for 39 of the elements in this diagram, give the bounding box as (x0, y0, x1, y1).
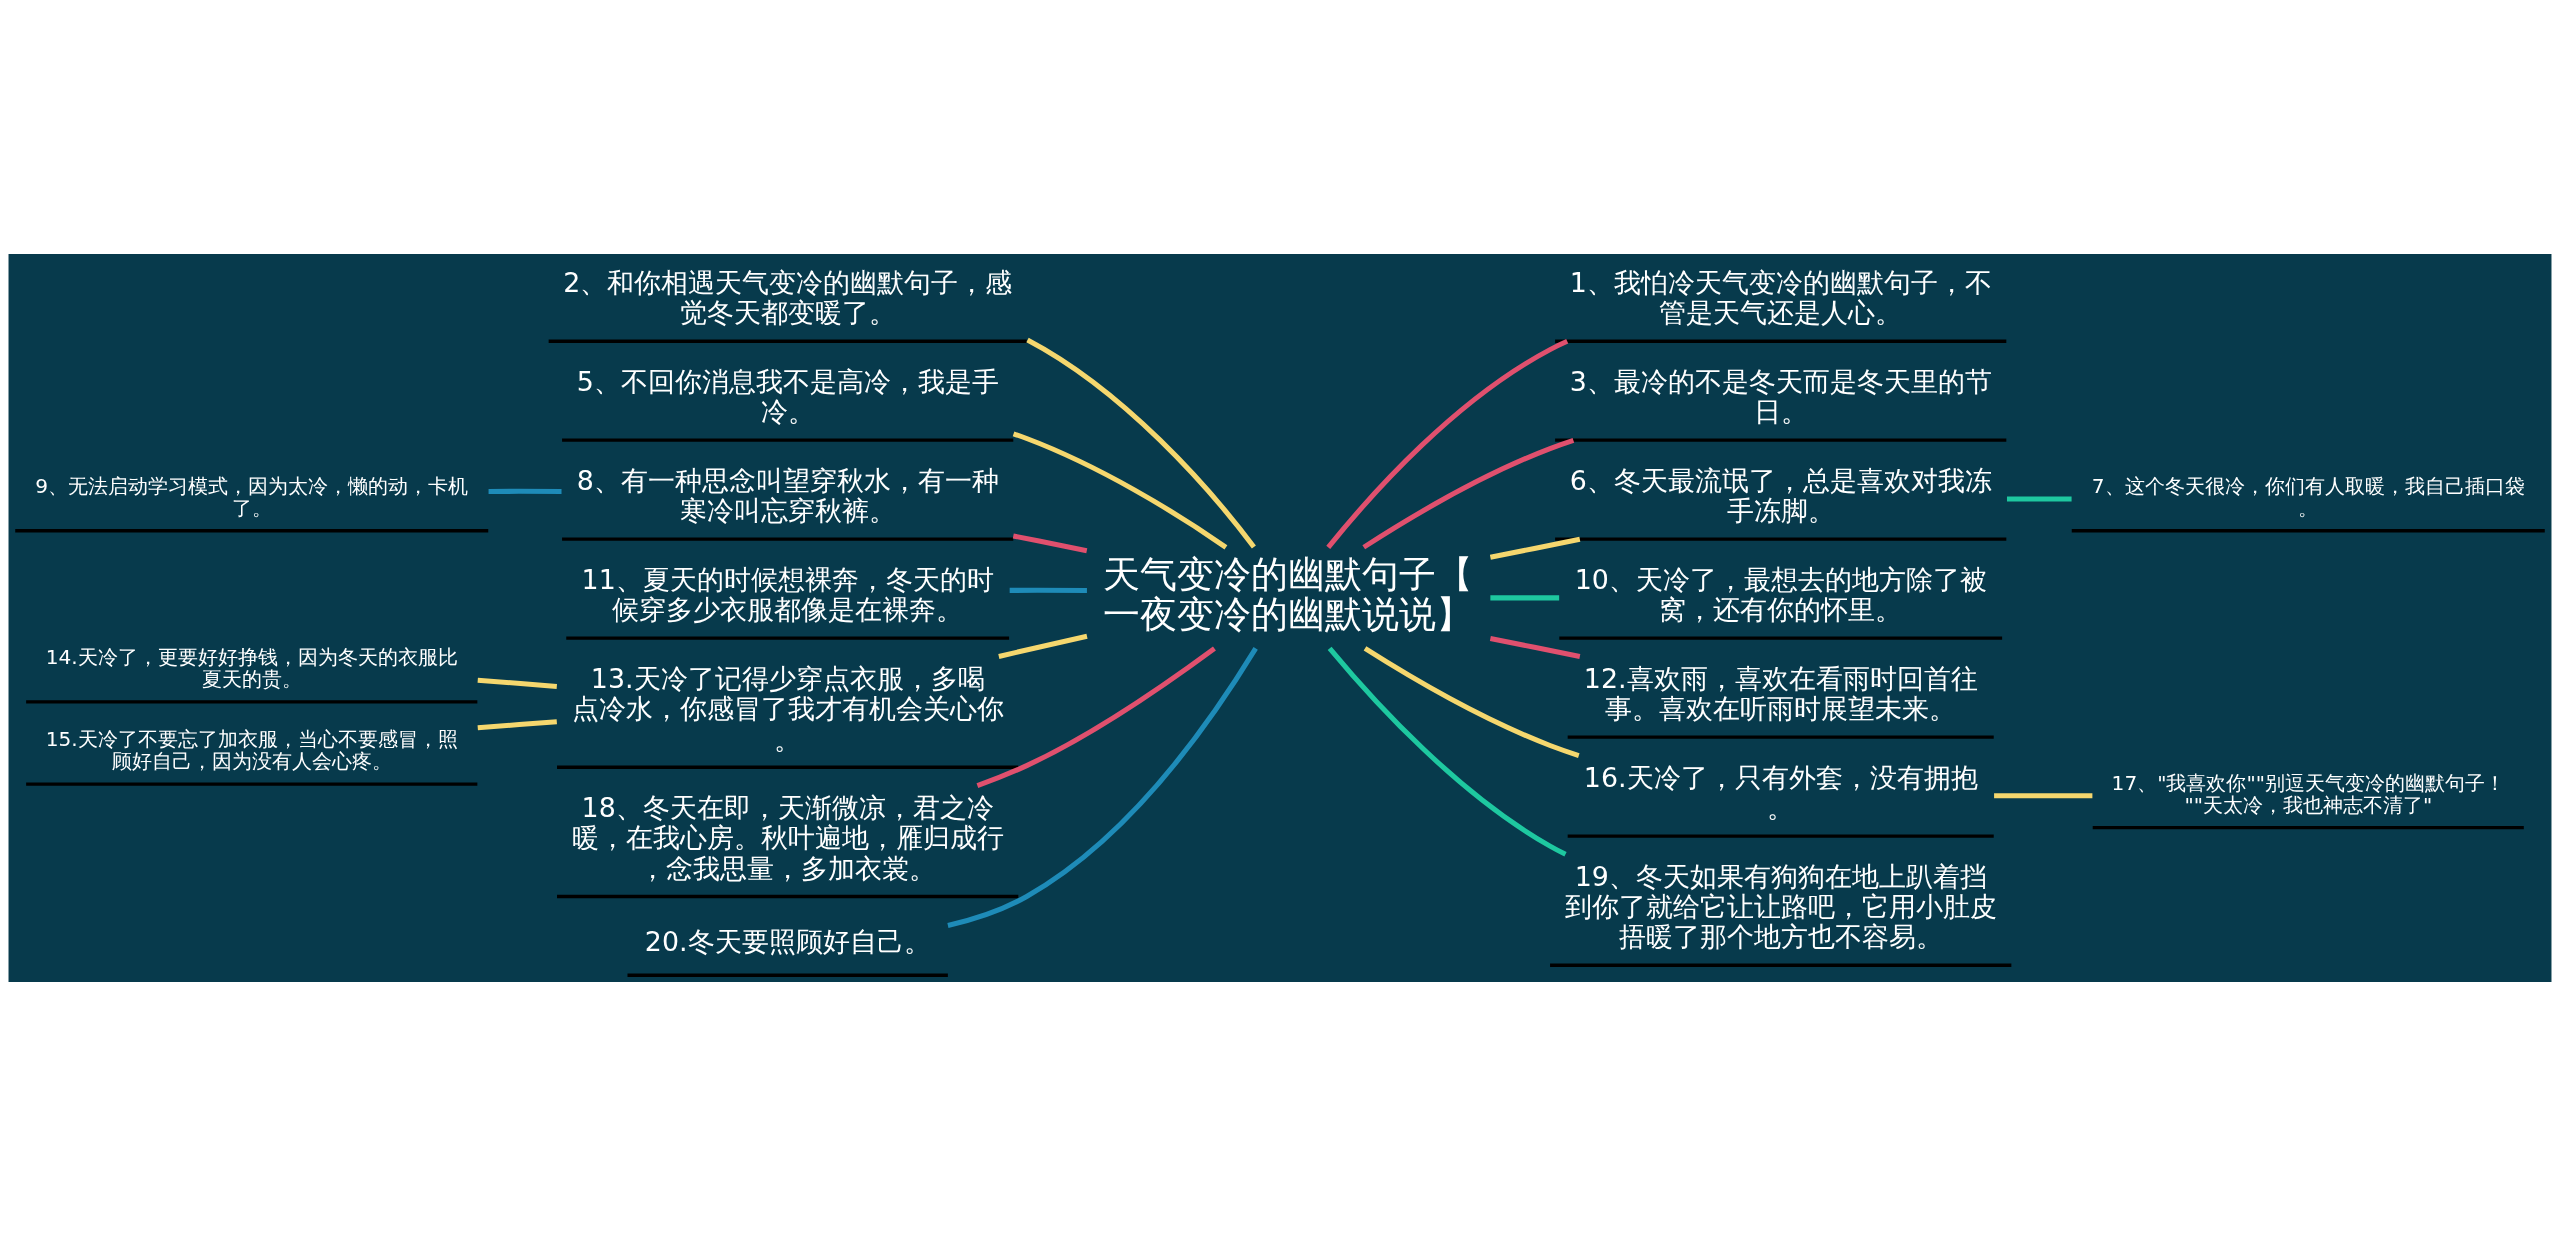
connector (1363, 645, 1580, 758)
connector (1362, 437, 1575, 549)
connector (1490, 594, 1560, 600)
connector (488, 488, 562, 494)
connector (947, 646, 1258, 928)
node-text: 8、有一种思念叫望穿秋水，有一种寒冷叫忘穿秋裤。 (576, 464, 999, 526)
node-text: 14.天冷了，更要好好挣钱，因为冬天的衣服比夏天的贵。 (45, 644, 458, 691)
node-text: 6、冬天最流氓了，总是喜欢对我冻手冻脚。 (1569, 464, 1992, 526)
connector (1009, 587, 1087, 593)
connector (1327, 646, 1567, 857)
node-text: 19、冬天如果有狗狗在地上趴着挡到你了就给它让让路吧，它用小肚皮捂暖了那个地方也不容易。 (1564, 860, 1997, 952)
connector (976, 645, 1216, 788)
connector (477, 677, 558, 689)
node-text: 15.天冷了不要忘了加衣服，当心不要感冒，照顾好自己，因为没有人会心疼。 (45, 726, 458, 773)
connector (1326, 338, 1569, 549)
node-text: 7、这个冬天很冷，你们有人取暖，我自己插口袋。 (2091, 473, 2525, 520)
node-text: 13.天冷了记得少穿点衣服，多喝点冷水，你感冒了我才有机会关心你。 (571, 662, 1004, 754)
connector (1994, 792, 2093, 798)
node-text: 1、我怕冷天气变冷的幽默句子，不管是天气还是人心。 (1569, 266, 1992, 328)
node-text: 3、最冷的不是冬天而是冬天里的节日。 (1569, 365, 1992, 427)
connector (1489, 536, 1581, 560)
node-text: 9、无法启动学习模式，因为太冷，懒的动，卡机了。 (35, 473, 469, 520)
node-text: 18、冬天在即，天渐微凉，君之冷暖，在我心房。秋叶遍地，雁归成行，念我思量，多加衣裳。 (571, 791, 1004, 884)
connector (1489, 635, 1581, 659)
node-text: 5、不回你消息我不是高冷，我是手冷。 (576, 365, 999, 427)
connector (1012, 430, 1228, 549)
node-text: 16.天冷了，只有外套，没有拥抱。 (1583, 761, 1978, 823)
node-text: 2、和你相遇天气变冷的幽默句子，感觉冬天都变暖了。 (563, 266, 1013, 328)
node-text: 12.喜欢雨，喜欢在看雨时回首往事。喜欢在听雨时展望未来。 (1583, 662, 1978, 724)
node-text: 20.冬天要照顾好自己。 (644, 925, 931, 957)
connector (1026, 337, 1256, 549)
node-text: 17、"我喜欢你""别逗天气变冷的幽默句子！""天太冷，我也神志不清了" (2111, 770, 2505, 817)
connector (2007, 495, 2072, 501)
node-text: 10、天冷了，最想去的地方除了被窝，还有你的怀里。 (1574, 563, 1987, 625)
connector (477, 718, 557, 730)
connector (998, 633, 1088, 659)
node-text: 天气变冷的幽默句子【一夜变冷的幽默说说】 (1103, 552, 1474, 636)
connector (1012, 533, 1088, 553)
node-text: 11、夏天的时候想裸奔，冬天的时候穿多少衣服都像是在裸奔。 (581, 563, 994, 625)
